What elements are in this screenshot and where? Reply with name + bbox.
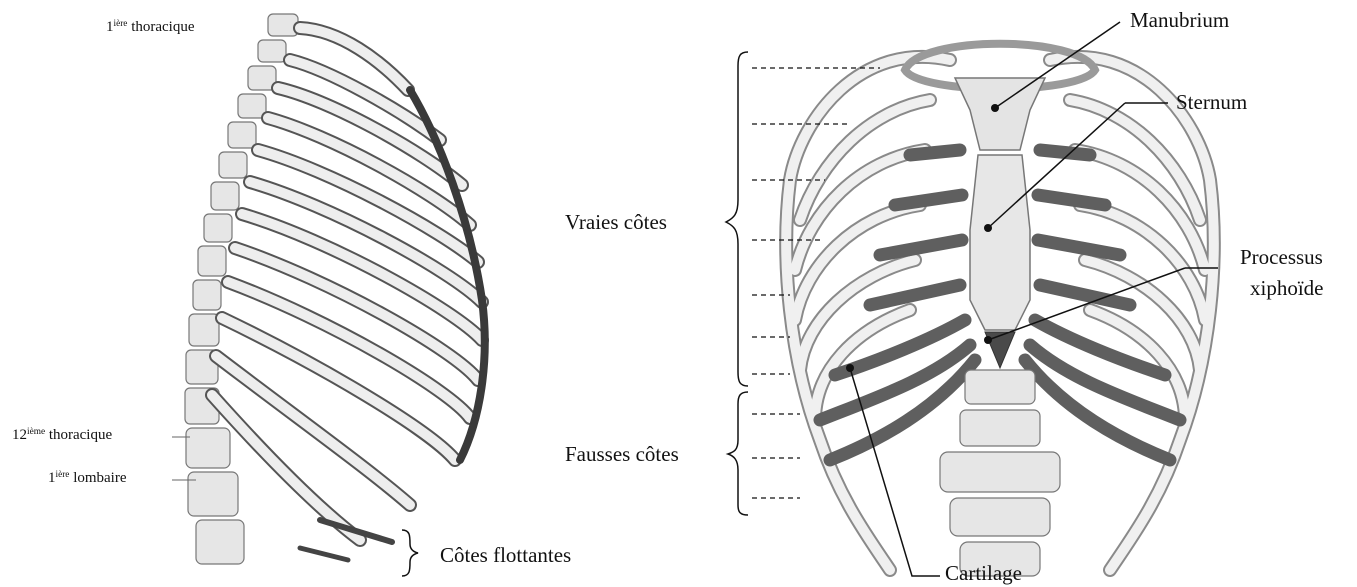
label-manubrium: Manubrium: [1130, 10, 1229, 31]
label-floating-ribs: Côtes flottantes: [440, 545, 571, 566]
label-first-thoracic: 1ière thoracique: [106, 20, 195, 35]
label-true-ribs: Vraies côtes: [565, 212, 667, 233]
brace-floating-ribs: [402, 530, 418, 576]
lateral-rib-cage-illustration: [185, 14, 485, 564]
brace-false-ribs: [728, 392, 748, 515]
brace-true-ribs: [726, 52, 748, 386]
label-twelfth-thoracic: 12ième thoracique: [12, 428, 112, 443]
label-cartilage: Cartilage: [945, 563, 1022, 584]
frontal-rib-cage-illustration: [786, 44, 1214, 576]
manubrium-bone: [955, 78, 1045, 150]
sternum-body: [970, 155, 1030, 330]
label-false-ribs: Fausses côtes: [565, 444, 679, 465]
label-xiphoid-line1: Processus: [1240, 247, 1323, 268]
label-xiphoid-line2: xiphoïde: [1250, 278, 1324, 299]
label-sternum: Sternum: [1176, 92, 1247, 113]
label-first-lumbar: 1ière lombaire: [48, 471, 127, 486]
spine-frontal: [940, 370, 1060, 576]
